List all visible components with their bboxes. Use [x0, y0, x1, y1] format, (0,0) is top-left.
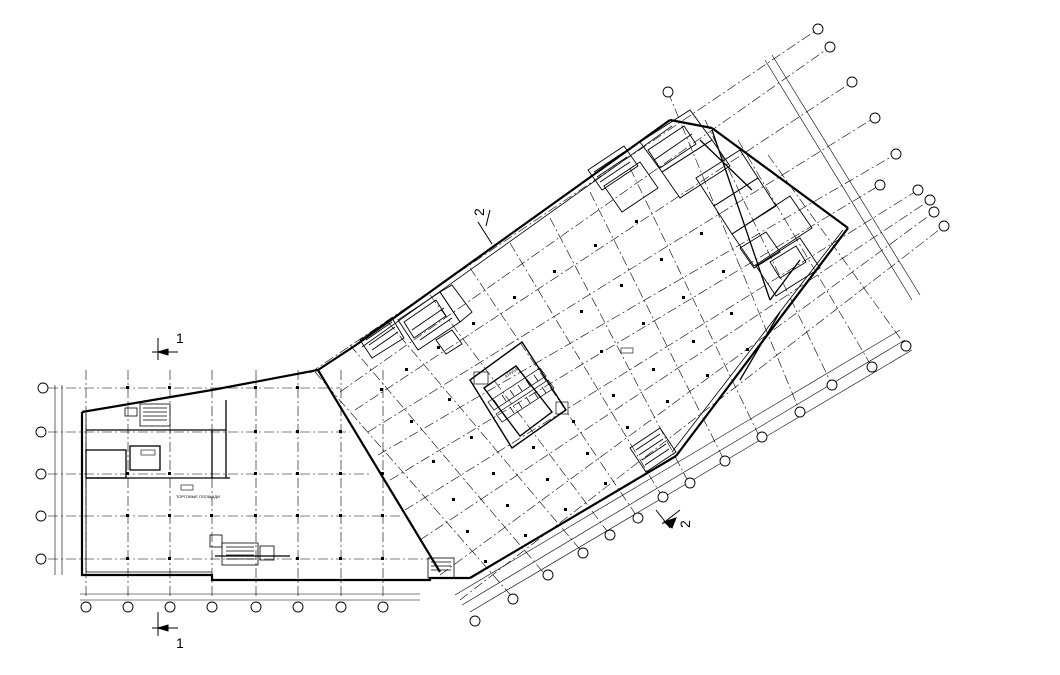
dimension-lines [54, 385, 420, 601]
section-2-marker [477, 209, 681, 529]
section-2-label-bottom: 2 [677, 520, 693, 528]
core-cluster-lower-right [629, 427, 677, 473]
outer-walls [80, 118, 849, 582]
diagonal-grid-axes-b [314, 91, 906, 601]
core-cluster-upper [587, 109, 821, 297]
left-grid-horizontal-axes [48, 387, 430, 560]
interior-partitions [699, 129, 801, 381]
atrium-escalators [473, 367, 569, 423]
bottom-axis-bubbles [80, 601, 389, 613]
diagonal-block-columns [380, 220, 749, 563]
left-stair-lower [209, 534, 455, 579]
core-cluster-mid [359, 284, 473, 359]
atrium-label: АТРИУМ [504, 366, 520, 379]
section-1-label-top: 1 [176, 330, 184, 346]
diagonal-grid-axes-a [309, 28, 945, 601]
diagonal-axis-bubbles-right [662, 23, 950, 232]
section-1-label-bottom: 1 [176, 635, 184, 651]
section-2-label-top: 2 [471, 208, 487, 216]
room-tags [140, 347, 634, 491]
atrium-block [469, 340, 567, 450]
retail-area-label: ТОРГОВЫЕ ПЛОЩАДИ [176, 494, 220, 499]
left-stair-upper [124, 403, 171, 427]
outer-walls-inner-line [85, 125, 844, 573]
left-axis-bubbles [35, 382, 49, 565]
diagonal-axis-bubbles-bottom [469, 340, 912, 627]
left-block-columns [126, 386, 384, 560]
section-1-marker [152, 338, 178, 636]
left-block-partitions [85, 400, 290, 557]
